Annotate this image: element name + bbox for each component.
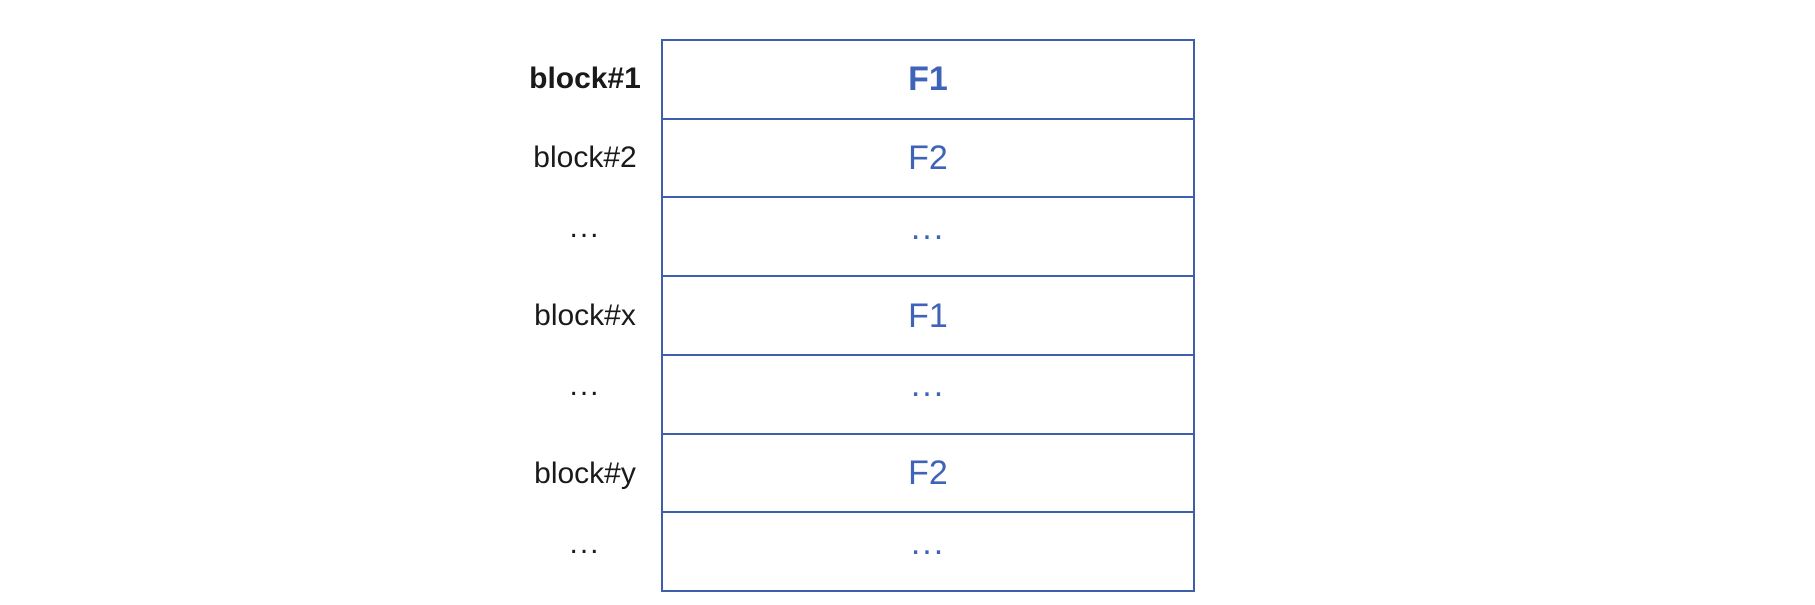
ellipsis-label: ... [569,368,601,402]
block-row-3: ... [663,198,1193,278]
label-row-ellipsis-1: ... [445,197,725,276]
fragment-label: F2 [908,139,948,178]
block-label-column: block#1 block#2 ... block#x ... block#y … [445,39,725,592]
block-row-5: ... [663,356,1193,435]
fragment-label: F2 [908,453,948,492]
label-row-ellipsis-3: ... [445,513,725,592]
block-row-6: F2 [663,435,1193,514]
block-label: block#y [534,456,636,490]
block-label: block#2 [533,140,637,174]
label-row-ellipsis-2: ... [445,355,725,434]
block-row-1: F1 [663,41,1193,120]
ellipsis-cell: ... [910,523,946,562]
ellipsis-label: ... [569,210,601,244]
fragment-label: F1 [908,60,948,99]
block-row-4: F1 [663,277,1193,356]
block-row-2: F2 [663,120,1193,199]
label-row-block1: block#1 [445,39,725,118]
label-row-blockx: block#x [445,276,725,355]
block-row-7: ... [663,513,1193,590]
block-label: block#1 [529,61,641,95]
label-row-block2: block#2 [445,118,725,197]
ellipsis-label: ... [569,526,601,560]
ellipsis-cell: ... [910,208,946,247]
ellipsis-cell: ... [910,366,946,405]
block-label: block#x [534,298,636,332]
label-row-blocky: block#y [445,434,725,513]
block-stack: F1 F2 ... F1 ... F2 ... [661,39,1195,592]
fragment-label: F1 [908,296,948,335]
